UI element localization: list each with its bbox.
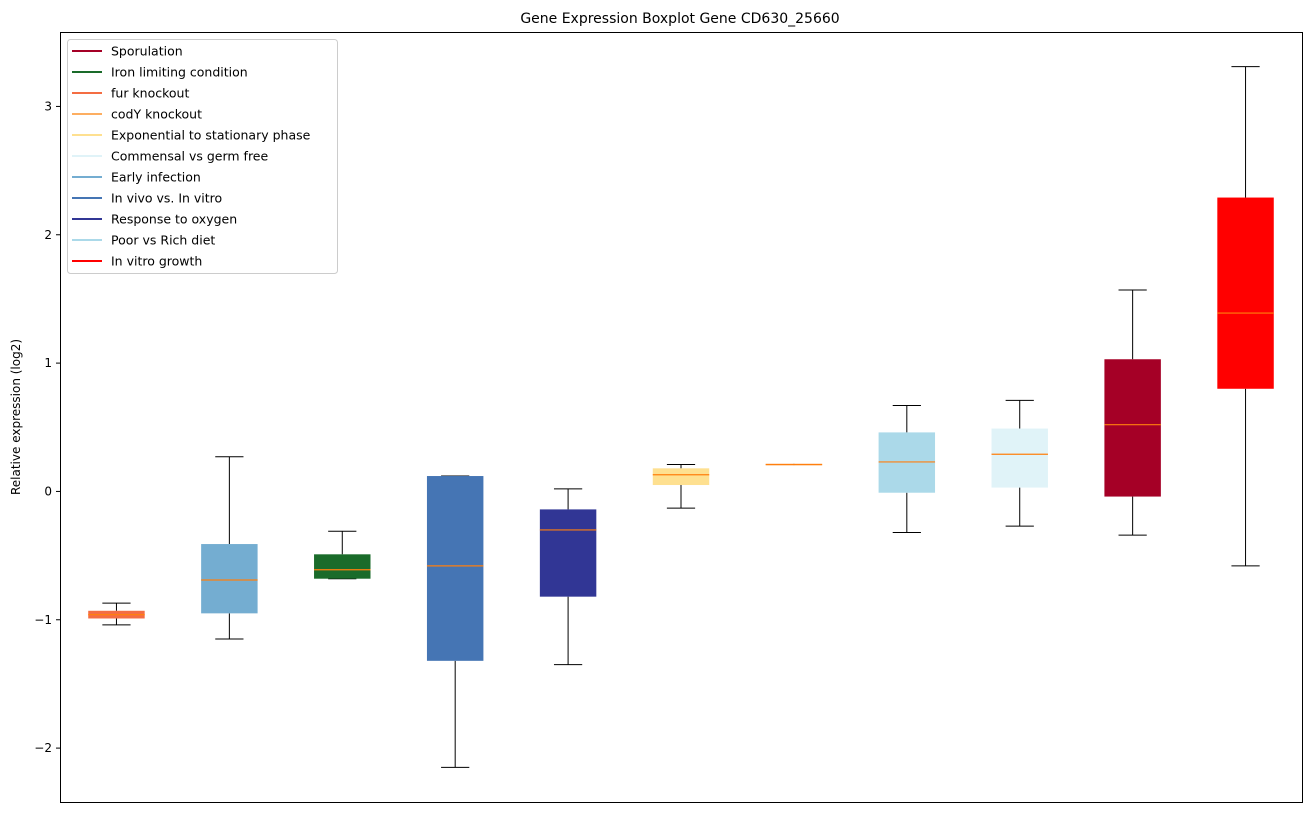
- box-iqr: [652, 468, 710, 486]
- legend-label: Response to oxygen: [111, 212, 237, 227]
- legend-label: fur knockout: [111, 86, 189, 101]
- box-iqr: [201, 544, 258, 614]
- legend-label: Commensal vs germ free: [111, 149, 268, 164]
- box-fur-knockout: [88, 602, 145, 626]
- y-axis-label: Relative expression (log2): [9, 339, 23, 495]
- box-exponential-to-stationary-phase: [652, 463, 710, 509]
- box-iqr: [991, 428, 1048, 488]
- y-tick-label: 3: [44, 99, 52, 113]
- legend-label: In vivo vs. In vitro: [111, 191, 222, 206]
- legend-label: codY knockout: [111, 107, 202, 122]
- plot-frame: [60, 32, 1303, 803]
- y-tick-label: 1: [44, 356, 52, 370]
- box-response-to-oxygen: [539, 488, 597, 666]
- box-in-vivo-vs-in-vitro: [426, 475, 484, 768]
- y-tick-label: −2: [34, 741, 52, 755]
- box-commensal-vs-germ-free: [991, 399, 1048, 527]
- box-poor-vs-rich-diet: [878, 404, 936, 533]
- legend-label: Iron limiting condition: [111, 65, 248, 80]
- box-iqr: [1104, 359, 1161, 497]
- legend-label: Exponential to stationary phase: [111, 128, 311, 143]
- box-cody-knockout: [765, 463, 823, 466]
- box-iqr: [426, 476, 484, 661]
- legend-label: Early infection: [111, 170, 201, 185]
- box-iqr: [878, 432, 936, 493]
- chart-title: Gene Expression Boxplot Gene CD630_25660: [520, 11, 839, 27]
- y-tick-label: 0: [44, 484, 52, 498]
- box-sporulation: [1104, 289, 1161, 536]
- box-in-vitro-growth: [1217, 66, 1274, 567]
- y-tick-label: 2: [44, 228, 52, 242]
- legend-label: In vitro growth: [111, 254, 202, 269]
- box-early-infection: [201, 456, 258, 640]
- y-tick-label: −1: [34, 613, 52, 627]
- legend-label: Sporulation: [111, 44, 183, 59]
- box-iqr: [539, 509, 597, 597]
- legend-label: Poor vs Rich diet: [111, 233, 215, 248]
- box-iqr: [1217, 197, 1274, 389]
- box-iqr: [314, 554, 371, 579]
- box-iron-limiting-condition: [314, 530, 371, 580]
- legend-frame: [67, 39, 338, 274]
